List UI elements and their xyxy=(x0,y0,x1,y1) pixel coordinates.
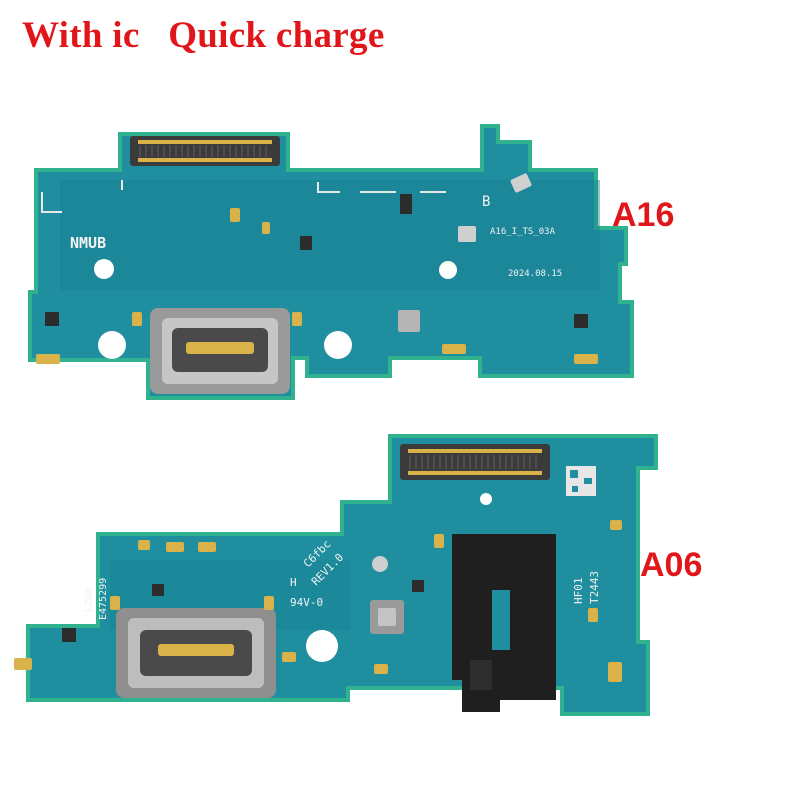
a16-silk-mark: B xyxy=(482,194,490,210)
headline-quick-charge: Quick charge xyxy=(168,15,385,56)
a06-hole xyxy=(306,630,338,662)
a16-mic xyxy=(398,310,420,332)
headline: With ic Quick charge xyxy=(22,14,385,57)
a06-silk-batch: T2443 xyxy=(588,571,601,604)
headline-with-ic: With ic xyxy=(22,15,140,56)
a16-silk-code: NMUB xyxy=(70,234,106,252)
a16-hole xyxy=(94,259,114,279)
a06-silk-lz: LZBX xyxy=(84,588,95,612)
a06-silk-side: E475299 xyxy=(98,578,109,620)
a16-silk-date: 2024.08.15 xyxy=(508,269,562,279)
a06-silk-hf: HF01 xyxy=(572,578,585,605)
a06-silk-h: H xyxy=(290,576,297,589)
a16-silk-part: A16_I_TS_03A xyxy=(490,227,556,237)
board-a16: NMUB A16_I_TS_03A 2024.08.15 B xyxy=(28,124,634,400)
board-a06: C6fbc REV1.0 H 94V-0 E475299 LZBX HF01 T… xyxy=(14,434,658,716)
label-a16: A16 xyxy=(612,196,675,234)
a06-silk-rating: 94V-0 xyxy=(290,596,323,609)
label-a06: A06 xyxy=(640,546,703,584)
